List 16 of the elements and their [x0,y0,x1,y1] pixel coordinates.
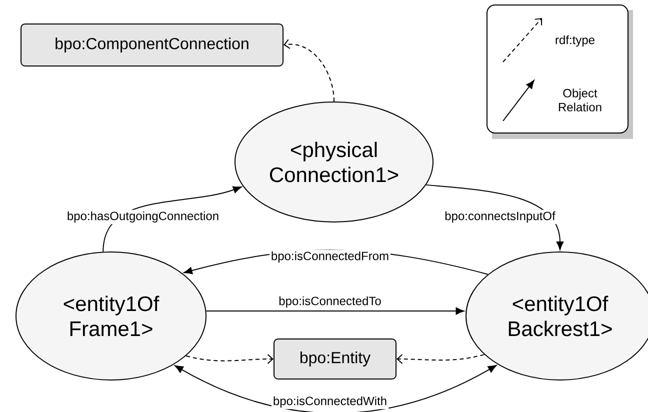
edge-label: bpo:hasOutgoingConnection [65,210,221,224]
edge-label: bpo:connectsInputOf [443,210,557,224]
edge-label: bpo:isConnectedFrom [269,250,391,264]
class-box: bpo:ComponentConnection [20,24,284,66]
class-box: bpo:Entity [274,338,396,380]
edge-label: bpo:isConnectedTo [277,294,383,310]
legend-label: rdf:type [556,35,594,47]
arrow [102,186,242,252]
edge-label: bpo:isConnectedWith [271,394,389,410]
arrow [186,354,274,364]
arrow [396,354,485,364]
arrow [426,184,564,250]
arrow [206,307,464,315]
arrow [174,365,497,412]
arrow [284,39,334,102]
legend-label: Object Relation [558,88,602,112]
